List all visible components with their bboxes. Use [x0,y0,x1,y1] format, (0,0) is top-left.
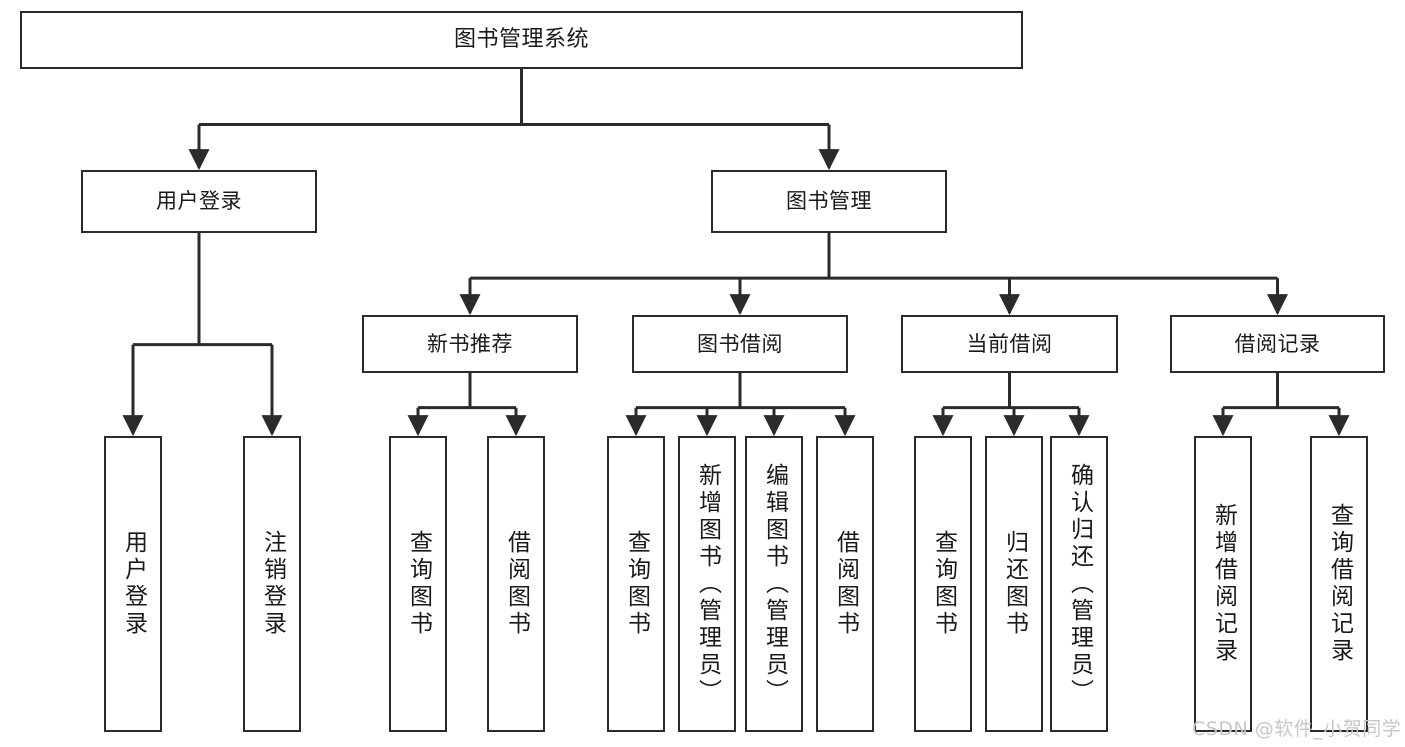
node-label: 归还图书 [1001,530,1028,638]
node-leaf-query-book-3[interactable]: 查询图书 [914,436,972,732]
node-leaf-confirm-ret[interactable]: 确认归还（管理员） [1050,436,1108,732]
node-label: 新书推荐 [427,331,513,356]
node-leaf-query-record[interactable]: 查询借阅记录 [1310,436,1368,732]
node-label: 借阅图书 [503,530,530,638]
node-label: 图书管理系统 [453,27,589,53]
node-leaf-query-book-2[interactable]: 查询图书 [607,436,665,732]
node-label: 编辑图书（管理员） [761,462,788,706]
node-user-login[interactable]: 用户登录 [81,170,317,233]
node-label: 用户登录 [156,189,242,214]
watermark: CSDN @软件_小贺同学 [1192,718,1402,740]
node-leaf-add-record[interactable]: 新增借阅记录 [1194,436,1252,732]
node-leaf-query-book-1[interactable]: 查询图书 [389,436,447,732]
node-book-mgmt[interactable]: 图书管理 [711,170,947,233]
node-leaf-user-login[interactable]: 用户登录 [104,436,162,732]
node-label: 查询图书 [405,530,432,638]
node-leaf-logout[interactable]: 注销登录 [243,436,301,732]
node-leaf-borrow-book-2[interactable]: 借阅图书 [816,436,874,732]
node-label: 图书管理 [786,189,872,214]
node-leaf-borrow-book-1[interactable]: 借阅图书 [487,436,545,732]
node-label: 当前借阅 [966,331,1053,356]
node-label: 注销登录 [259,530,286,638]
node-label: 确认归还（管理员） [1066,462,1093,706]
node-root[interactable]: 图书管理系统 [20,11,1023,69]
node-label: 借阅图书 [832,530,859,638]
node-label: 图书借阅 [697,331,783,356]
node-label: 新增借阅记录 [1210,503,1237,665]
node-label: 借阅记录 [1234,331,1321,356]
node-leaf-return-book[interactable]: 归还图书 [985,436,1043,732]
node-label: 用户登录 [120,530,147,638]
node-leaf-edit-book[interactable]: 编辑图书（管理员） [745,436,803,732]
node-leaf-add-book[interactable]: 新增图书（管理员） [678,436,736,732]
node-current-borrow[interactable]: 当前借阅 [901,315,1118,373]
node-new-book-rec[interactable]: 新书推荐 [362,315,578,373]
node-label: 查询图书 [930,530,957,638]
node-borrow-record[interactable]: 借阅记录 [1170,315,1385,373]
node-label: 查询借阅记录 [1326,503,1353,665]
node-label: 新增图书（管理员） [694,462,721,706]
node-book-borrow[interactable]: 图书借阅 [632,315,848,373]
node-label: 查询图书 [623,530,650,638]
